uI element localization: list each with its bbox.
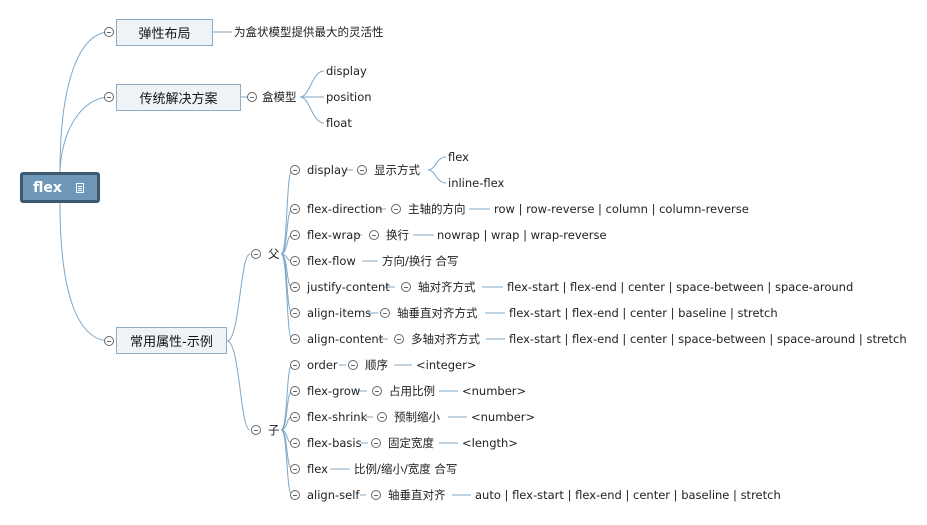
prop-value: auto | flex-start | flex-end | center | … [475,488,781,502]
prop-desc: 占用比例 [389,384,435,398]
collapse-icon[interactable] [290,386,300,396]
elastic-layout-desc: 为盒状模型提供最大的灵活性 [234,25,384,39]
prop-value: flex-start | flex-end | center | space-b… [509,332,907,346]
collapse-icon[interactable] [348,360,358,370]
collapse-icon[interactable] [290,308,300,318]
prop-name: align-content [307,332,384,346]
collapse-icon[interactable] [290,360,300,370]
display-value: inline-flex [448,176,505,190]
prop-value: row | row-reverse | column | column-reve… [494,202,749,216]
collapse-icon[interactable] [247,92,257,102]
node-elastic-layout[interactable]: 弹性布局 [116,19,213,46]
prop-desc: 固定宽度 [388,436,434,450]
note-icon[interactable] [76,183,84,193]
collapse-icon[interactable] [372,386,382,396]
display-value: flex [448,150,469,164]
prop-name: align-items [307,306,372,320]
prop-desc: 主轴的方向 [408,202,466,216]
prop-value: <number> [471,410,536,424]
prop-name: display [307,163,348,177]
collapse-icon[interactable] [290,165,300,175]
prop-value: 方向/换行 合写 [382,254,459,268]
collapse-icon[interactable] [290,438,300,448]
collapse-icon[interactable] [290,464,300,474]
collapse-icon[interactable] [251,425,261,435]
group-child-label: 子 [268,423,280,437]
prop-desc: 轴垂直对齐 [388,488,446,502]
prop-name: flex-direction [307,202,383,216]
prop-value: <length> [462,436,518,450]
collapse-icon[interactable] [369,230,379,240]
box-model-child: display [326,64,367,78]
prop-name: flex-basis [307,436,362,450]
prop-name: flex [307,462,328,476]
prop-value: flex-start | flex-end | center | space-b… [507,280,854,294]
box-model-child: float [326,116,352,130]
prop-name: order [307,358,338,372]
root-node-flex[interactable]: flex [20,172,100,203]
prop-desc: 顺序 [365,358,388,372]
prop-name: flex-flow [307,254,356,268]
collapse-icon[interactable] [290,412,300,422]
prop-name: flex-wrap [307,228,361,242]
collapse-icon[interactable] [394,334,404,344]
collapse-icon[interactable] [391,204,401,214]
node-common-properties[interactable]: 常用属性-示例 [116,327,227,354]
collapse-icon[interactable] [290,256,300,266]
collapse-icon[interactable] [290,490,300,500]
prop-value: <integer> [416,358,477,372]
prop-desc: 显示方式 [374,163,420,177]
collapse-icon[interactable] [401,282,411,292]
collapse-icon[interactable] [290,204,300,214]
box-model-label: 盒模型 [262,90,297,104]
prop-name: align-self [307,488,360,502]
prop-desc: 轴垂直对齐方式 [397,306,478,320]
collapse-icon[interactable] [290,282,300,292]
prop-name: flex-grow [307,384,361,398]
prop-desc: 换行 [386,228,409,242]
collapse-icon[interactable] [104,336,114,346]
collapse-icon[interactable] [104,27,114,37]
prop-desc: 轴对齐方式 [418,280,476,294]
collapse-icon[interactable] [104,92,114,102]
collapse-icon[interactable] [290,230,300,240]
prop-value: flex-start | flex-end | center | baselin… [509,306,778,320]
collapse-icon[interactable] [371,490,381,500]
collapse-icon[interactable] [251,249,261,259]
box-model-child: position [326,90,372,104]
root-label: flex [33,179,62,196]
collapse-icon[interactable] [377,412,387,422]
node-traditional-solution-label: 传统解决方案 [139,92,218,107]
prop-value: nowrap | wrap | wrap-reverse [437,228,607,242]
prop-name: justify-content [307,280,390,294]
collapse-icon[interactable] [357,165,367,175]
prop-desc: 预制缩小 [394,410,440,424]
prop-value: <number> [462,384,527,398]
prop-desc: 多轴对齐方式 [411,332,480,346]
node-common-properties-label: 常用属性-示例 [130,335,213,350]
node-traditional-solution[interactable]: 传统解决方案 [116,84,241,111]
collapse-icon[interactable] [371,438,381,448]
prop-name: flex-shrink [307,410,368,424]
collapse-icon[interactable] [380,308,390,318]
group-parent-label: 父 [268,247,280,261]
collapse-icon[interactable] [290,334,300,344]
prop-value: 比例/缩小/宽度 合写 [354,462,458,476]
node-elastic-layout-label: 弹性布局 [138,27,191,42]
